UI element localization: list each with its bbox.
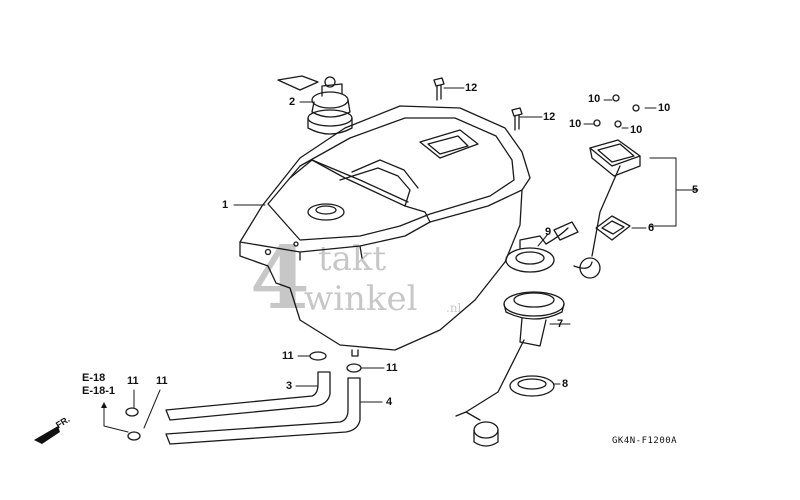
callout-11-c: 11 [127, 375, 139, 387]
watermark-digit: 4 [250, 228, 310, 329]
filler-cap-part [277, 75, 353, 135]
bolt-part-12 [433, 77, 523, 131]
callout-10-d: 10 [630, 124, 643, 136]
callout-10-a: 10 [588, 93, 601, 105]
callout-2: 2 [289, 96, 296, 108]
callout-11-a: 11 [282, 350, 294, 362]
clip-parts [125, 351, 362, 441]
fuel-strainer-part [455, 291, 565, 447]
o-ring-part [509, 375, 555, 397]
callout-6: 6 [648, 222, 655, 234]
gasket-part [595, 215, 631, 241]
callout-5: 5 [692, 184, 699, 196]
callout-10-c: 10 [569, 118, 582, 130]
screw-part-10 [593, 94, 640, 128]
callout-10-b: 10 [658, 102, 671, 114]
watermark-suffix: .nl [446, 301, 462, 315]
callout-4: 4 [386, 396, 393, 408]
callout-3: 3 [286, 380, 293, 392]
reference-arrow-icon [101, 402, 107, 408]
callout-12-a: 12 [465, 82, 478, 94]
leader-lines [103, 87, 699, 433]
callout-11-b: 11 [386, 362, 398, 374]
diagram-code: GK4N-F1200A [612, 436, 678, 446]
fuel-unit-part [579, 139, 641, 279]
reference-e18: E-18 [82, 372, 106, 384]
fuel-tank-part [239, 105, 531, 357]
callout-7: 7 [557, 318, 564, 330]
watermark-line2: winkel [304, 279, 418, 319]
front-direction-arrow-icon [34, 426, 60, 444]
callout-1: 1 [222, 199, 229, 211]
hose-parts [165, 371, 361, 445]
callout-11-d: 11 [156, 375, 168, 387]
callout-9: 9 [545, 226, 552, 238]
callout-12-b: 12 [543, 111, 556, 123]
callout-8: 8 [562, 378, 569, 390]
reference-e18-1: E-18-1 [82, 385, 116, 397]
watermark-line1: takt [318, 239, 387, 279]
